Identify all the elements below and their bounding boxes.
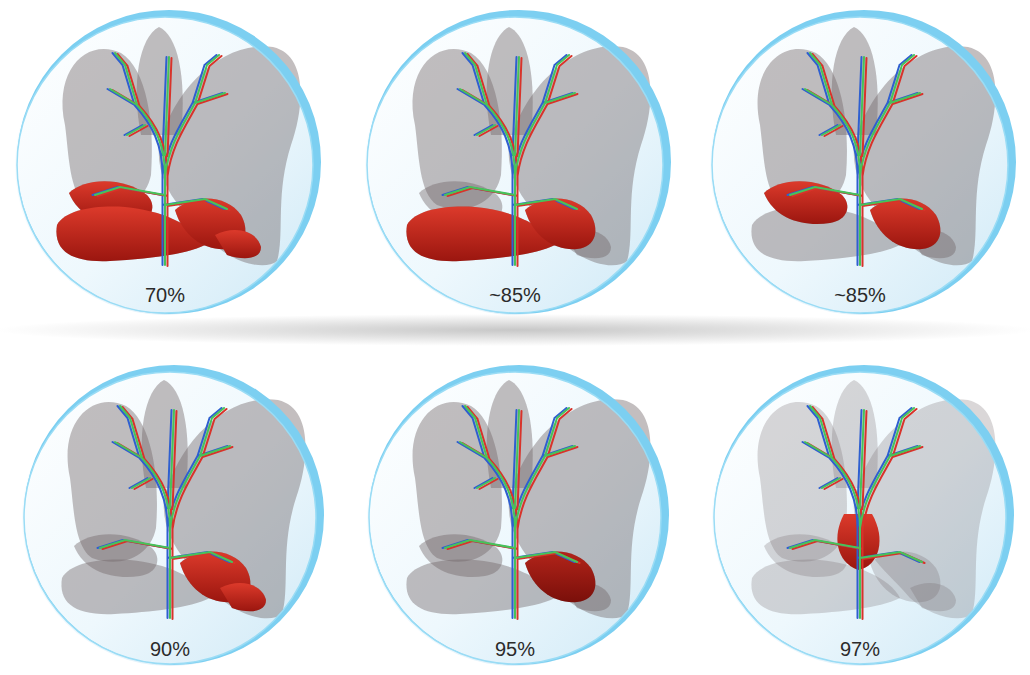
disc-rim-inner — [369, 372, 661, 664]
percentage-disc: ~85% — [708, 13, 1012, 317]
liver-figure — [712, 370, 1008, 666]
vascular-tree — [443, 53, 580, 266]
liver-remnant — [215, 230, 261, 258]
vascular-tree — [788, 53, 925, 266]
liver-figure — [22, 370, 318, 666]
liver-outline — [61, 380, 305, 618]
liver-figure — [710, 15, 1010, 315]
liver-remnant — [525, 552, 595, 603]
liver-remnant — [525, 199, 595, 250]
vascular-tree — [93, 53, 230, 266]
percentage-label: 97% — [840, 638, 880, 660]
disc-ground — [710, 15, 1010, 315]
vascular-tree — [443, 406, 580, 619]
disc-outline — [708, 13, 1012, 317]
disc-ground — [367, 370, 663, 666]
liver-figure — [365, 15, 665, 315]
disc-ground — [365, 15, 665, 315]
liver-figure — [367, 370, 663, 666]
disc-ground — [712, 370, 1008, 666]
floor-shadow — [0, 314, 1030, 346]
disc-outline — [13, 13, 317, 317]
percentage-disc: 90% — [20, 368, 320, 668]
percentage-disc: 70% — [13, 13, 317, 317]
percentage-disc: 97% — [710, 368, 1010, 668]
percentage-label: ~85% — [489, 284, 541, 306]
disc-rim-inner — [367, 17, 663, 313]
percentage-label: 70% — [145, 284, 185, 306]
disc-rim — [17, 10, 321, 314]
disc-rim — [367, 10, 671, 314]
liver-outline — [406, 380, 650, 618]
liver-figure — [15, 15, 315, 315]
percentage-label: 90% — [150, 638, 190, 660]
percentage-disc: 95% — [365, 368, 665, 668]
disc-rim — [714, 365, 1014, 665]
percentage-label: ~85% — [834, 284, 886, 306]
disc-rim-inner — [17, 17, 313, 313]
liver-remnant — [764, 181, 847, 224]
disc-rim-inner — [712, 17, 1008, 313]
liver-outline — [56, 27, 300, 265]
vascular-tree — [788, 406, 925, 619]
liver-outline — [406, 27, 650, 265]
liver-remnant — [870, 199, 940, 250]
disc-ground — [22, 370, 318, 666]
disc-outline — [365, 368, 665, 668]
disc-rim — [369, 365, 669, 665]
vascular-tree — [98, 406, 235, 619]
disc-ground — [15, 15, 315, 315]
disc-rim — [24, 365, 324, 665]
disc-rim — [712, 10, 1016, 314]
percentage-label: 95% — [495, 638, 535, 660]
disc-rim-inner — [714, 372, 1006, 664]
disc-rim-inner — [24, 372, 316, 664]
disc-outline — [710, 368, 1010, 668]
liver-remnant — [220, 583, 266, 611]
liver-outline — [751, 380, 995, 618]
liver-outline — [751, 27, 995, 265]
disc-outline — [20, 368, 320, 668]
disc-outline — [363, 13, 667, 317]
percentage-disc: ~85% — [363, 13, 667, 317]
